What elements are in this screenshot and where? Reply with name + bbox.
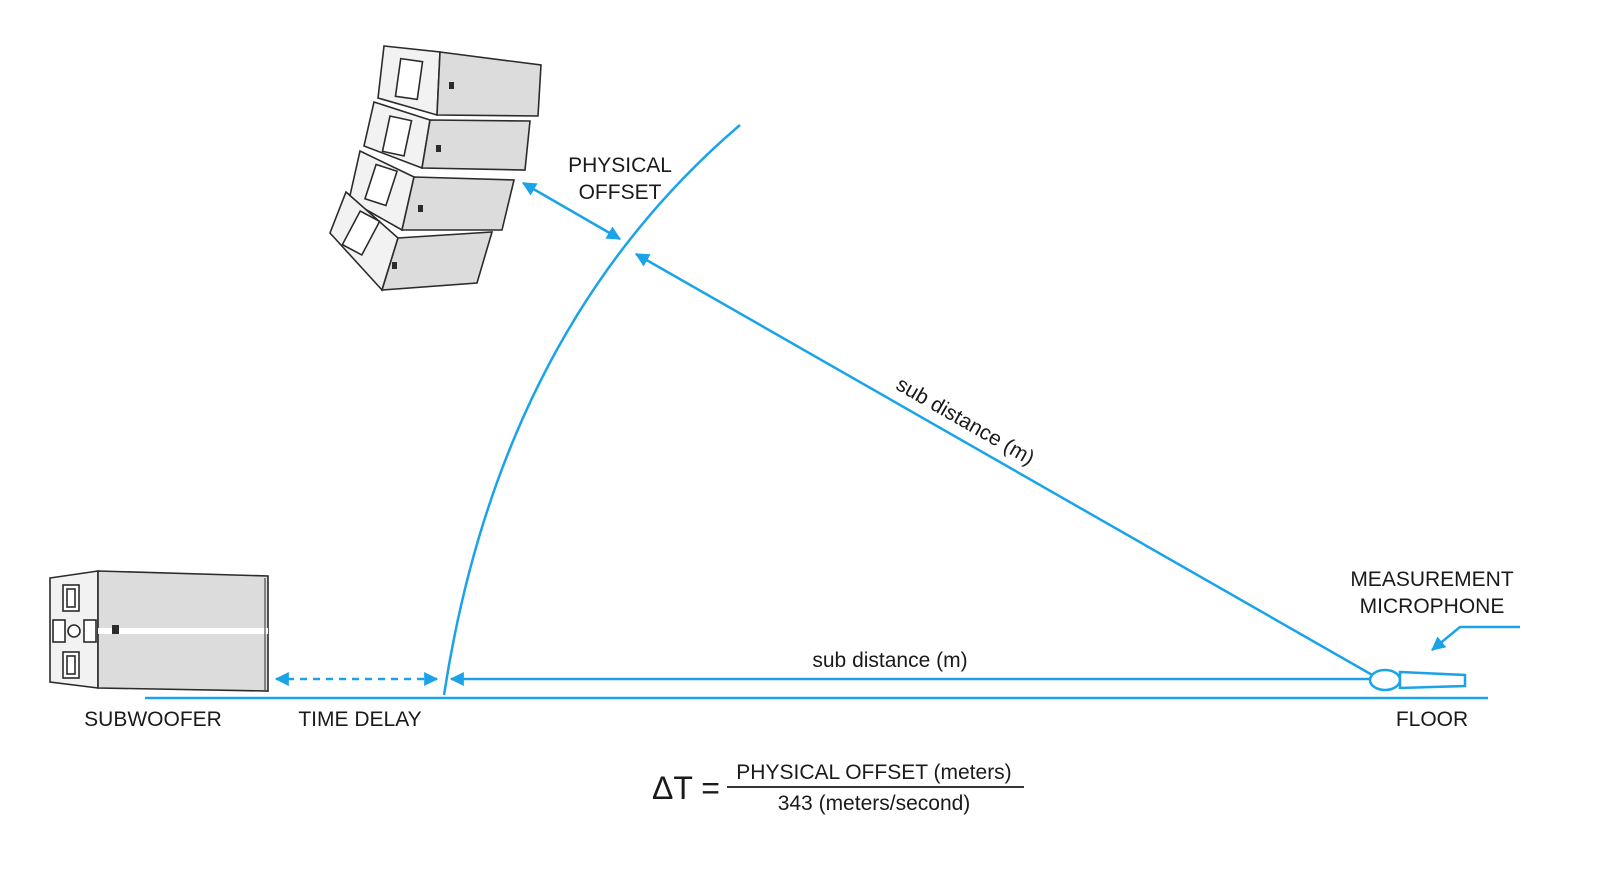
diagonal-sub-distance-line [634,252,1375,678]
microphone-icon [1368,668,1467,692]
horizontal-sub-distance-label: sub distance (m) [812,649,967,672]
floor-label: FLOOR [1396,708,1468,731]
subwoofer-label: SUBWOOFER [84,708,222,731]
time-delay-label: TIME DELAY [298,708,421,731]
diagonal-sub-distance-label: sub distance (m) [892,373,1038,470]
delay-formula: ΔT = PHYSICAL OFFSET (meters) 343 (meter… [652,761,1024,815]
physical-offset-label-line1: PHYSICAL [568,154,672,177]
array-cabinet-2 [363,100,531,171]
equal-distance-arc [442,124,741,696]
physical-offset-arrow [521,181,622,241]
measurement-label-line2: MICROPHONE [1360,595,1505,618]
array-cabinet-1 [377,45,542,117]
microphone-callout-line [1431,625,1520,651]
array-cabinet-4 [329,190,494,292]
formula-lhs: ΔT = [652,770,720,806]
physical-offset-label-line2: OFFSET [579,181,662,204]
formula-denominator: 343 (meters/second) [778,792,971,815]
formula-numerator: PHYSICAL OFFSET (meters) [736,761,1011,784]
array-cabinet-3 [348,149,516,232]
measurement-label-line1: MEASUREMENT [1350,568,1514,591]
subwoofer-cabinet [49,570,269,692]
line-array-speakers [329,45,542,292]
